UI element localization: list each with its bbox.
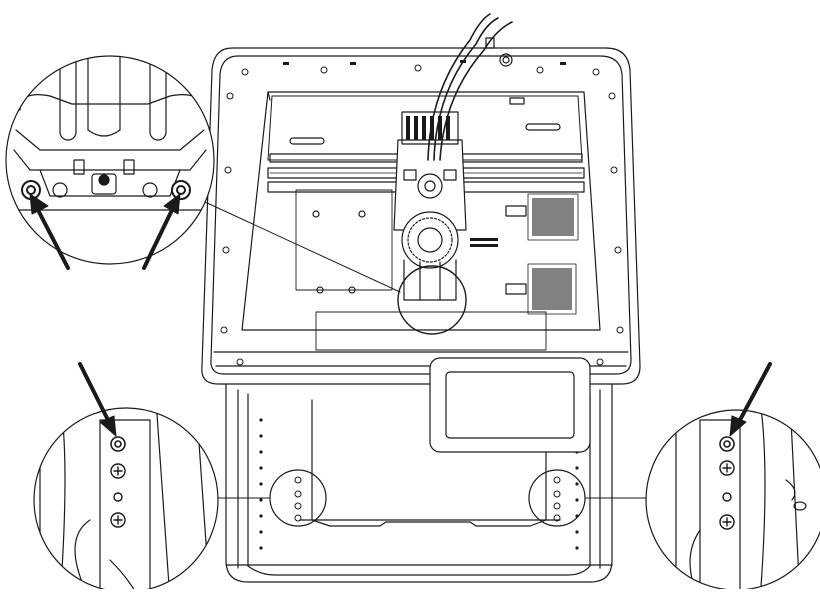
left-rail-holes bbox=[259, 418, 262, 549]
fan-ring bbox=[402, 212, 458, 268]
printer-body bbox=[202, 14, 640, 582]
callout-hotend-screws bbox=[0, 50, 220, 264]
right-front-screw-target bbox=[529, 470, 585, 526]
touchscreen bbox=[430, 358, 590, 452]
screw-icon bbox=[111, 437, 125, 451]
screw-icon bbox=[720, 437, 734, 451]
left-front-screw-target bbox=[270, 470, 326, 526]
callout-left-front-screw bbox=[34, 400, 218, 589]
